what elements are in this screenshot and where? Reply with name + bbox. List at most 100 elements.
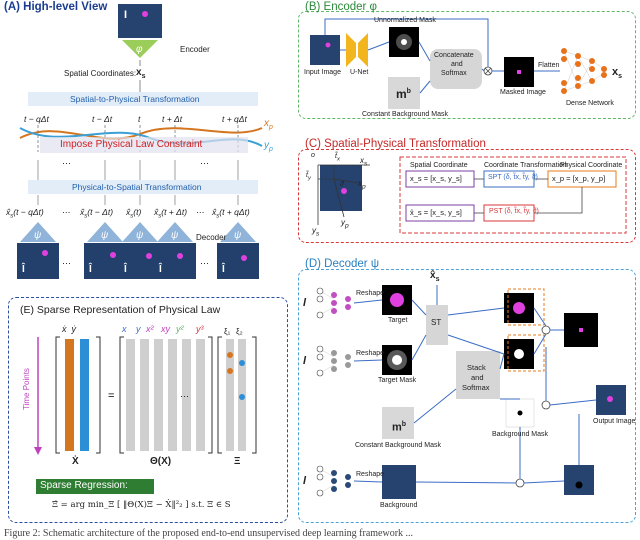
svg-text:Î: Î xyxy=(123,262,128,275)
spatial-coordinate-header: Spatial Coordinate xyxy=(410,162,468,169)
spatial-coordinates-label: Spatial Coordinates: xyxy=(64,69,137,78)
lib-label-x: x xyxy=(122,324,127,334)
concat-line-2: and xyxy=(451,61,463,68)
ellipsis-a4: ⋯ xyxy=(200,258,209,268)
panel-c-frame xyxy=(298,149,636,243)
xhat-ellipsis-1: ⋯ xyxy=(62,207,71,217)
panel-b-diagram xyxy=(310,18,607,109)
pst-label: PST (δ, t̃x, t̃y, ϑ) xyxy=(489,208,539,215)
unnormalized-mask-label: Unnormalized Mask xyxy=(374,17,436,24)
xhat-equation: x̂_s = [x_s, y_s] xyxy=(410,208,462,217)
svg-text:Î: Î xyxy=(221,262,226,275)
l-symbol-3: l xyxy=(303,475,307,487)
xhat-5: x̂s(t + qΔt) xyxy=(212,207,250,220)
svg-text:Î: Î xyxy=(88,262,93,275)
mb-symbol-d: mb xyxy=(392,421,407,434)
dense-network-label: Dense Network xyxy=(566,100,614,107)
svg-text:=: = xyxy=(108,390,114,402)
stack-line-2: and xyxy=(471,373,484,382)
c-tx-label: t̃x xyxy=(335,153,340,163)
xhat-s-input: x̂s xyxy=(430,270,440,283)
ellipsis-a1: ⋯ xyxy=(62,158,73,168)
reshape-2: Reshape xyxy=(356,350,385,357)
yp-legend: yp xyxy=(264,140,273,153)
xdot-header: ẋ ẏ xyxy=(62,324,77,334)
l-symbol-1: l xyxy=(303,297,307,309)
xs-equation: x_s = [x_s, y_s] xyxy=(410,174,462,183)
constant-bg-mask-label-b: Constant Background Mask xyxy=(362,111,448,118)
c-yp-axis: yp xyxy=(341,218,349,230)
panel-b-title: (B) Encoder φ xyxy=(305,1,378,13)
target-label: Target xyxy=(388,317,408,324)
s2p-label: Spatial-to-Physical Transformation xyxy=(70,94,200,104)
panel-e-frame xyxy=(8,297,288,523)
c-xs-axis: xs xyxy=(360,156,368,168)
panel-b-frame xyxy=(298,11,636,119)
svg-text:I: I xyxy=(124,9,127,21)
svg-text:Î: Î xyxy=(158,262,163,275)
flatten-label: Flatten xyxy=(538,62,560,69)
stack-line-3: Softmax xyxy=(462,383,490,392)
concat-line-3: Softmax xyxy=(441,70,467,77)
time-points-label: Time Points xyxy=(22,368,31,410)
figure-caption: Figure 2: Schematic architecture of the … xyxy=(4,528,414,539)
c-ys-axis: ys xyxy=(312,226,320,238)
svg-text:Î: Î xyxy=(21,262,26,275)
svg-text:ψ: ψ xyxy=(234,230,242,241)
p2s-box xyxy=(28,180,258,194)
spt-label: SPT (δ, t̃x, t̃y, ϑ) xyxy=(488,174,538,181)
encoder-phi-shape xyxy=(122,40,158,58)
time-label-2: t − Δt xyxy=(92,114,113,124)
xp-legend: xp xyxy=(264,118,273,131)
ellipsis-a2: ⋯ xyxy=(200,158,211,168)
coordinate-transformation-header: Coordinate Transformation xyxy=(484,162,567,169)
ellipsis-a3: ⋯ xyxy=(62,258,71,268)
c-o-label: o xyxy=(311,152,315,159)
physical-law-label: Impose Physical Law Constraint xyxy=(60,139,203,150)
time-label-1: t − qΔt xyxy=(24,114,49,124)
xi-bottom: Ξ xyxy=(234,456,241,467)
panel-d-frame xyxy=(298,269,636,523)
physical-coordinate-header: Physical Coordinate xyxy=(560,162,623,169)
panel-a-title: (A) High-level View xyxy=(4,1,108,13)
panel-d-title: (D) Decoder ψ xyxy=(305,258,380,270)
reshape-1: Reshape xyxy=(356,290,385,297)
svg-text:ψ: ψ xyxy=(34,230,42,241)
svg-text:φ: φ xyxy=(136,44,143,55)
panel-e-diagram: = xyxy=(34,336,257,455)
encoder-label: Encoder xyxy=(180,45,210,54)
panel-e-title: (E) Sparse Representation of Physical La… xyxy=(20,304,221,316)
xhat-4: x̂s(t + Δt) xyxy=(154,207,188,220)
xhat-1: x̂s(t − qΔt) xyxy=(6,207,44,220)
l-symbol-2: l xyxy=(303,355,307,367)
xp-equation: x_p = [x_p, y_p] xyxy=(552,174,606,183)
mb-symbol: mb xyxy=(396,87,411,101)
stack-line-1: Stack xyxy=(467,363,486,372)
lib-label-xy: xy xyxy=(161,324,170,334)
sparse-equation: Ξ̂ = arg min_Ξ [ ‖Θ(X)Ξ − Ẋ‖²₂ ] s.t. Ξ … xyxy=(52,500,231,510)
physical-law-box xyxy=(40,137,248,153)
theta-bottom: Θ(X) xyxy=(150,456,172,467)
panel-c-diagram xyxy=(317,156,627,234)
xhat-ellipsis-2: ⋯ xyxy=(196,207,205,217)
lib-label-y2: y² xyxy=(176,324,184,334)
c-xp-axis: xp xyxy=(358,179,366,191)
xhat-2: x̂s(t − Δt) xyxy=(80,207,114,220)
masked-image-label: Masked Image xyxy=(500,89,546,96)
concat-line-1: Concatenate xyxy=(434,52,474,59)
xi-label-2: ξ₂ xyxy=(236,327,243,336)
xhat-3: x̂s(t) xyxy=(126,207,142,220)
panel-c-title: (C) Spatial-Physical Transformation xyxy=(305,138,486,150)
input-image-label: Input Image xyxy=(304,69,341,76)
target-mask-label: Target Mask xyxy=(378,377,417,384)
svg-text:ψ: ψ xyxy=(136,230,144,241)
svg-text:ψ: ψ xyxy=(171,230,179,241)
theta-ellipsis: ⋯ xyxy=(180,391,189,401)
reshape-3: Reshape xyxy=(356,471,385,478)
st-label: ST xyxy=(431,318,442,327)
sparse-regression-box xyxy=(36,479,154,494)
time-label-3: t xyxy=(138,114,141,124)
c-ty-label: t̃y xyxy=(306,172,311,182)
background-mask-label: Background Mask xyxy=(492,431,549,438)
